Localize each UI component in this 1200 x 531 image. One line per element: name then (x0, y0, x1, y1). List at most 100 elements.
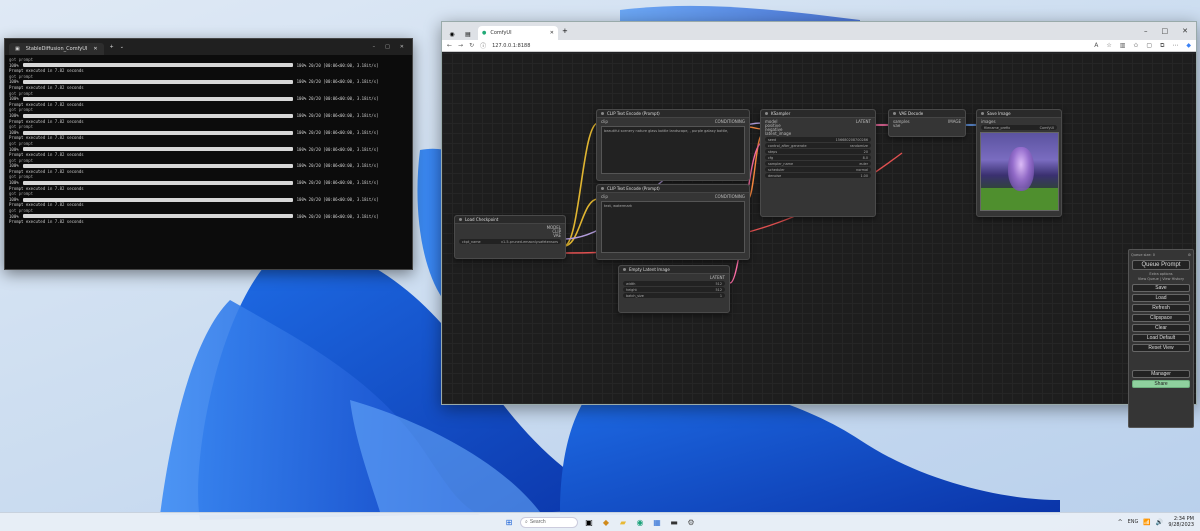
progress-bar (22, 180, 293, 185)
browser-profile-icon[interactable]: ◉ (449, 30, 455, 38)
close-tab-icon[interactable]: ✕ (93, 46, 98, 52)
back-icon[interactable]: ← (447, 42, 453, 49)
language-indicator[interactable]: ENG (1127, 519, 1139, 525)
widgets-icon[interactable]: ◆ (602, 517, 610, 527)
terminal-app-icon[interactable]: ▬ (670, 517, 678, 527)
input-clip[interactable]: clip (601, 193, 608, 199)
terminal-window[interactable]: ▣ StableDiffusion_ComfyUI ✕ + ⌄ – □ ✕ go… (4, 38, 413, 270)
output-conditioning[interactable]: CONDITIONING (714, 118, 745, 124)
input-negative[interactable]: negative (765, 126, 783, 132)
address-bar[interactable]: 127.0.0.1:8188 (492, 42, 531, 49)
volume-icon[interactable]: 🔊 (1155, 518, 1164, 526)
share-button[interactable]: Share (1132, 380, 1190, 388)
tab-dropdown-button[interactable]: ⌄ (119, 44, 124, 50)
reset-view-button[interactable]: Reset View (1132, 344, 1190, 352)
output-latent[interactable]: LATENT (855, 118, 871, 124)
favorite-icon[interactable]: ☆ (1106, 41, 1112, 49)
output-model[interactable]: MODEL (546, 224, 561, 230)
file-explorer-icon[interactable]: ▰ (619, 517, 627, 527)
prompt-textarea[interactable]: text, watermark (601, 201, 745, 253)
input-positive[interactable]: positive (765, 122, 781, 128)
input-clip[interactable]: clip (601, 118, 608, 124)
extensions-icon[interactable]: ⧉ (1160, 41, 1165, 49)
settings-icon[interactable]: ⚙ (687, 517, 695, 527)
prompt-textarea[interactable]: beautiful scenery nature glass bottle la… (601, 126, 745, 174)
browser-tab[interactable]: ● ComfyUI ✕ (478, 26, 558, 40)
taskbar-search[interactable]: ⌕Search (520, 516, 578, 528)
output-image[interactable]: IMAGE (948, 118, 961, 124)
maximize-button[interactable]: □ (1161, 27, 1169, 35)
start-windows-icon[interactable]: ⊞ (505, 517, 513, 527)
more-options-icon[interactable]: ⋯ (1172, 41, 1179, 49)
load-default-button[interactable]: Load Default (1132, 334, 1190, 342)
new-tab-button[interactable]: + (109, 44, 114, 50)
read-aloud-icon[interactable]: A (1094, 41, 1099, 49)
output-conditioning[interactable]: CONDITIONING (714, 193, 745, 199)
queue-prompt-button[interactable]: Queue Prompt (1132, 260, 1190, 270)
collections-icon[interactable]: ▢ (1146, 41, 1153, 49)
input-samples[interactable]: samples (893, 118, 910, 124)
output-vae[interactable]: VAE (553, 232, 561, 238)
view-queue-history-links[interactable]: View Queue | View History (1137, 277, 1185, 281)
refresh-button[interactable]: Refresh (1132, 304, 1190, 312)
split-screen-icon[interactable]: ▥ (1119, 41, 1126, 49)
save-button[interactable]: Save (1132, 284, 1190, 292)
node-load-checkpoint[interactable]: Load Checkpoint MODEL CLIP VAE ckpt_name… (454, 215, 566, 259)
reload-icon[interactable]: ↻ (469, 42, 475, 49)
clear-button[interactable]: Clear (1132, 324, 1190, 332)
minimize-button[interactable]: – (372, 44, 376, 50)
generated-image-preview[interactable] (980, 132, 1059, 211)
task-view-icon[interactable]: ▣ (585, 517, 593, 527)
output-latent[interactable]: LATENT (709, 274, 725, 280)
tray-chevron-icon[interactable]: ^ (1117, 518, 1123, 526)
info-icon[interactable]: ⓘ (480, 43, 487, 50)
browser-window[interactable]: ◉ ▤ ● ComfyUI ✕ + – □ ✕ ← → ↻ ⓘ 127.0.0.… (441, 21, 1197, 428)
input-images[interactable]: images (981, 118, 996, 124)
extra-options-toggle[interactable]: Extra options (1149, 272, 1173, 276)
close-button[interactable]: ✕ (1182, 27, 1188, 35)
comfy-menu-panel[interactable]: Queue size: 0⚙ Queue Prompt Extra option… (1128, 249, 1194, 428)
workspaces-icon[interactable]: ▤ (465, 30, 471, 38)
wifi-icon[interactable]: 📶 (1143, 518, 1151, 526)
edge-browser-icon[interactable]: ◉ (636, 517, 644, 527)
minimize-button[interactable]: – (1144, 27, 1148, 35)
node-graph-canvas[interactable]: Load Checkpoint MODEL CLIP VAE ckpt_name… (442, 53, 1196, 428)
terminal-tab[interactable]: ▣ StableDiffusion_ComfyUI ✕ (9, 43, 104, 55)
input-model[interactable]: model (765, 118, 778, 124)
favorites-bar-icon[interactable]: ✩ (1133, 41, 1139, 49)
forward-icon[interactable]: → (458, 42, 464, 49)
maximize-button[interactable]: □ (385, 44, 390, 50)
input-vae[interactable]: vae (893, 122, 901, 128)
new-tab-icon[interactable]: + (562, 27, 568, 35)
clipspace-button[interactable]: Clipspace (1132, 314, 1190, 322)
store-icon[interactable]: ▦ (653, 517, 661, 527)
copilot-icon[interactable]: ◆ (1186, 41, 1191, 49)
output-clip[interactable]: CLIP (552, 228, 561, 234)
settings-gear-icon[interactable]: ⚙ (1187, 253, 1191, 257)
manager-button[interactable]: Manager (1132, 370, 1190, 378)
close-tab-icon[interactable]: ✕ (549, 30, 554, 36)
close-button[interactable]: ✕ (399, 44, 404, 50)
input-latent-image[interactable]: latent_image (765, 130, 792, 136)
load-button[interactable]: Load (1132, 294, 1190, 302)
